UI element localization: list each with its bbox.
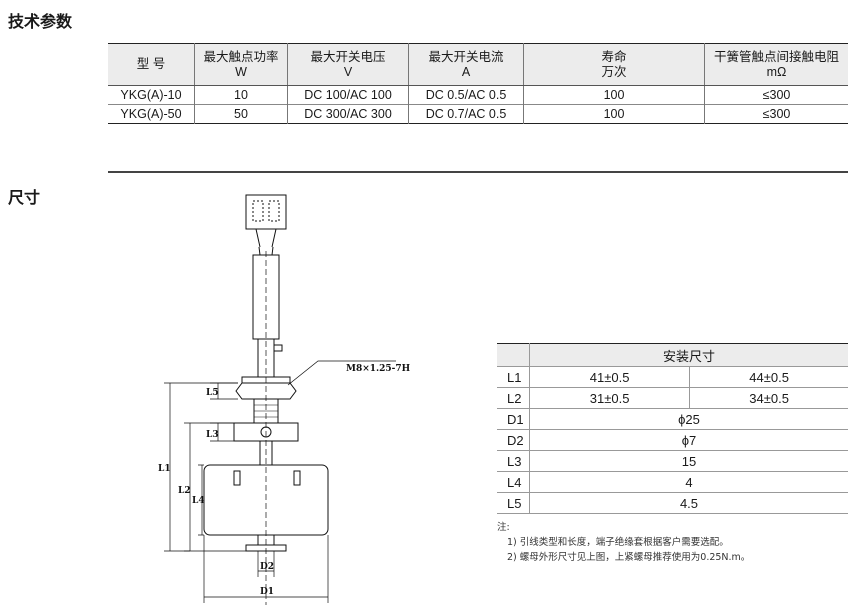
mount-header-title: 安装尺寸	[529, 343, 848, 367]
dim-label-l2: L2	[178, 486, 191, 496]
mount-table-row: D1 ϕ25	[497, 408, 848, 430]
mount-table-row: L3 15	[497, 450, 848, 472]
spec-cell-model: YKG(A)-50	[108, 104, 195, 124]
mount-cell-value: 31±0.5	[528, 387, 691, 409]
mount-row-label: L4	[497, 471, 530, 493]
section-divider	[108, 171, 848, 173]
float-slot-right	[293, 470, 301, 486]
float-slot-left	[233, 470, 241, 486]
thread-lines	[254, 404, 278, 418]
mount-header-blank	[497, 343, 530, 367]
lead-wires	[255, 228, 277, 256]
spec-cell-power: 50	[194, 104, 288, 124]
mount-table-header-row: 安装尺寸	[497, 343, 848, 367]
spec-table-row: YKG(A)-50 50 DC 300/AC 300 DC 0.7/AC 0.5…	[108, 104, 848, 124]
spec-header-power: 最大触点功率 W	[194, 43, 288, 86]
mount-row-label: D2	[497, 429, 530, 451]
mount-cell-value: 34±0.5	[689, 387, 848, 409]
spec-table: 型 号 最大触点功率 W 最大开关电压 V 最大开关电流 A 寿命 万次 干簧管…	[108, 43, 848, 124]
mount-row-label: D1	[497, 408, 530, 430]
spec-cell-power: 10	[194, 85, 288, 105]
dimension-lines	[164, 360, 396, 603]
dim-label-l3: L3	[206, 430, 219, 440]
spec-cell-resistance: ≤300	[704, 104, 848, 124]
note-line: 1) 引线类型和长度，端子绝缘套根据客户需要选配。	[507, 537, 729, 548]
spec-header-life: 寿命 万次	[523, 43, 705, 86]
spec-header-voltage: 最大开关电压 V	[287, 43, 409, 86]
spec-table-header-row: 型 号 最大触点功率 W 最大开关电压 V 最大开关电流 A 寿命 万次 干簧管…	[108, 43, 848, 86]
dim-label-d2: D2	[260, 562, 274, 572]
flange-mark-icon	[260, 426, 272, 438]
spec-cell-voltage: DC 300/AC 300	[287, 104, 409, 124]
spec-cell-life: 100	[523, 104, 705, 124]
thread-spec-label: M8×1.25-7H	[346, 364, 411, 374]
mount-table-row: L2 31±0.5 34±0.5	[497, 387, 848, 409]
dim-label-l1: L1	[158, 464, 171, 474]
spec-table-row: YKG(A)-10 10 DC 100/AC 100 DC 0.5/AC 0.5…	[108, 85, 848, 105]
spec-cell-voltage: DC 100/AC 100	[287, 85, 409, 105]
spec-cell-life: 100	[523, 85, 705, 105]
dim-label-l4: L4	[192, 496, 205, 506]
dim-label-d1: D1	[260, 587, 274, 597]
nut-washer	[241, 376, 291, 384]
notes: 注: 1) 引线类型和长度，端子绝缘套根据客户需要选配。 2) 螺母外形尺寸见上…	[497, 520, 750, 565]
spec-cell-model: YKG(A)-10	[108, 85, 195, 105]
mount-table-row: L4 4	[497, 471, 848, 493]
spec-header-current: 最大开关电流 A	[408, 43, 524, 86]
mount-cell-value: 15	[529, 450, 848, 472]
note-line: 2) 螺母外形尺寸见上图，上紧螺母推荐使用为0.25N.m。	[507, 552, 751, 563]
mount-dimension-table: 安装尺寸 L1 41±0.5 44±0.5 L2 31±0.5 34±0.5 D…	[497, 343, 848, 514]
mount-row-label: L1	[497, 366, 530, 388]
dimensions-title: 尺寸	[8, 188, 41, 207]
spec-cell-current: DC 0.5/AC 0.5	[408, 85, 524, 105]
terminal-pin-right	[268, 200, 280, 222]
tech-params-title: 技术参数	[8, 12, 73, 31]
mount-row-label: L3	[497, 450, 530, 472]
spec-cell-resistance: ≤300	[762, 87, 791, 102]
bottom-stop	[245, 544, 287, 552]
spec-header-resistance: 干簧管触点间接触电阻 mΩ	[704, 43, 848, 86]
terminal-connector	[245, 194, 287, 230]
mount-cell-value: 44±0.5	[689, 366, 848, 388]
mount-table-row: L1 41±0.5 44±0.5	[497, 366, 848, 388]
notes-title: 注:	[497, 522, 510, 533]
technical-drawing: M8×1.25-7H L1 L2 L3 L4 L5 D2 D1	[158, 194, 411, 605]
stem-knob	[273, 344, 283, 352]
mount-cell-value: ϕ7	[529, 429, 848, 451]
terminal-pin-left	[252, 200, 264, 222]
mount-cell-value: 41±0.5	[528, 366, 691, 388]
dim-label-l5: L5	[206, 388, 219, 398]
mount-table-row: D2 ϕ7	[497, 429, 848, 451]
mount-row-label: L2	[497, 387, 530, 409]
spec-cell-current: DC 0.7/AC 0.5	[408, 104, 524, 124]
mount-table-row: L5 4.5	[497, 492, 848, 514]
spec-header-model: 型 号	[108, 43, 195, 86]
mount-row-label: L5	[497, 492, 530, 514]
mount-cell-value: 4	[529, 471, 848, 493]
mount-cell-value: 4.5	[529, 492, 848, 514]
mount-cell-value: ϕ25	[529, 408, 848, 430]
